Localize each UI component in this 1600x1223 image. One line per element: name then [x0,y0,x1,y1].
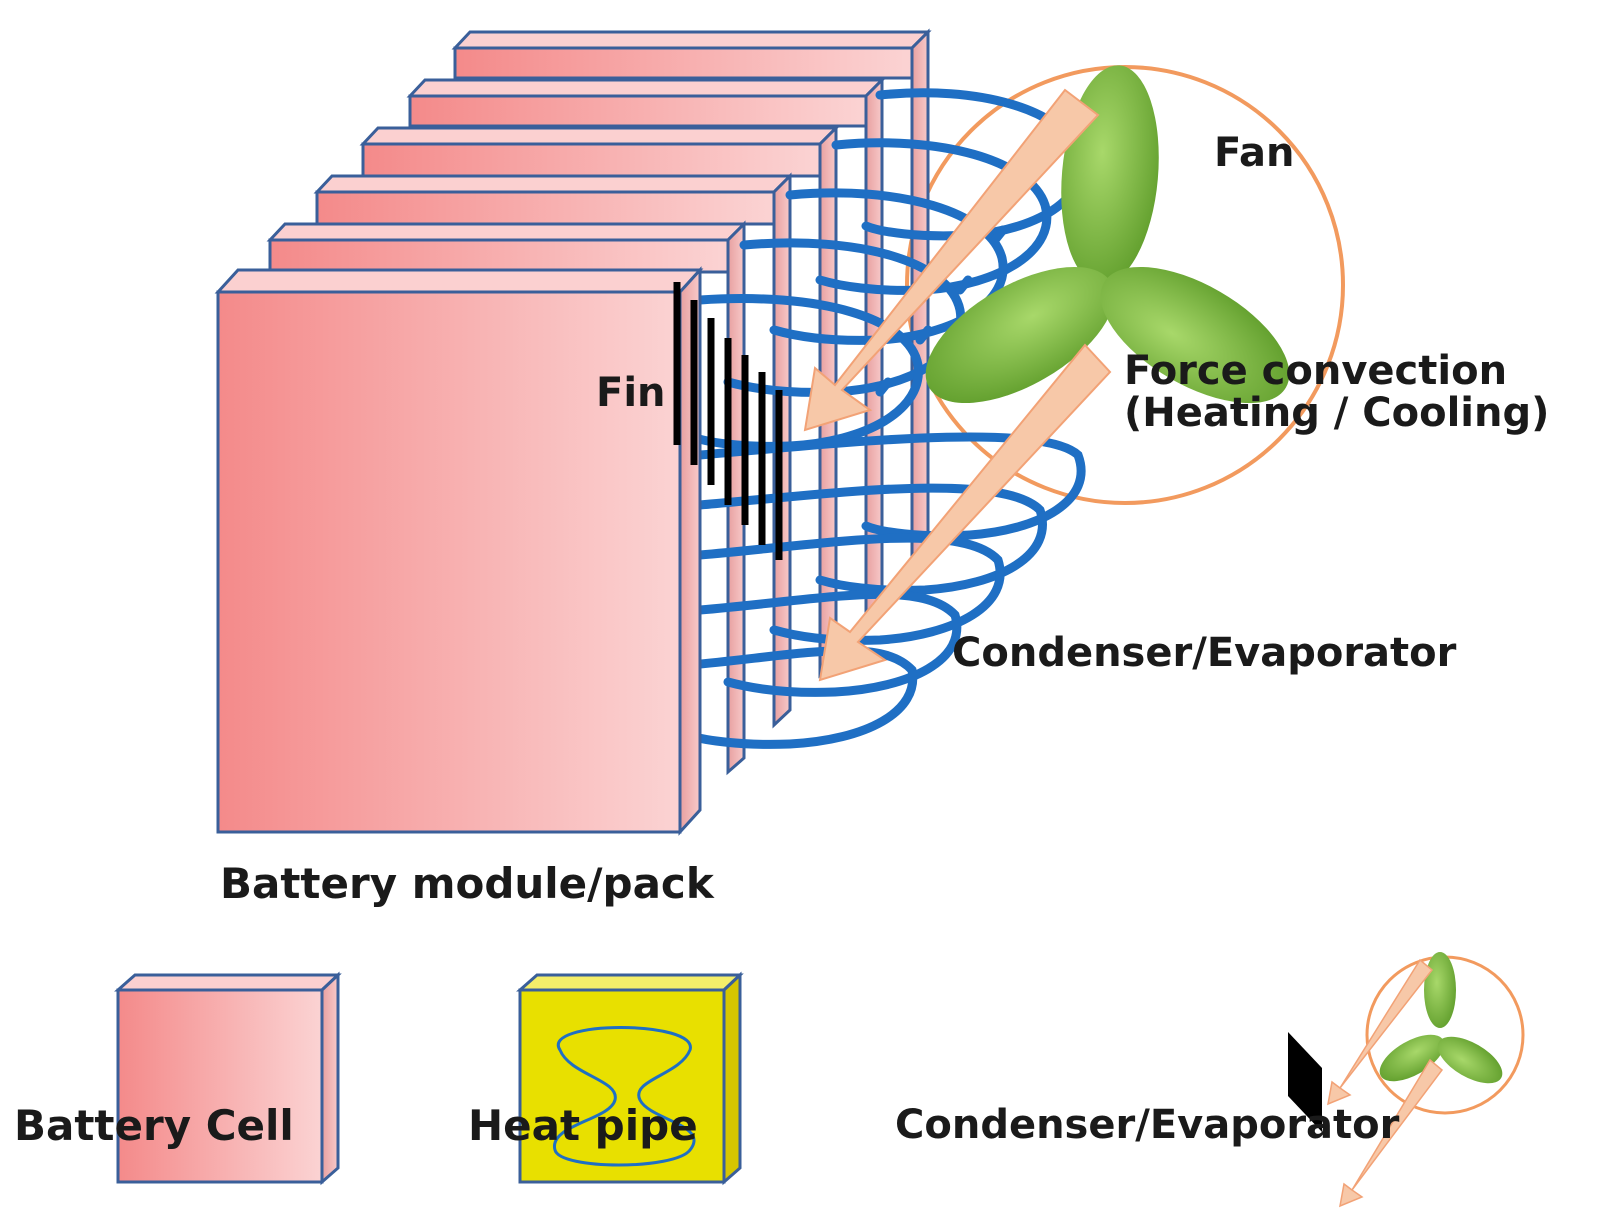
legend-battery-cell-label: Battery Cell [14,1101,294,1150]
airflow-arrow-bottom [818,343,1112,682]
legend-fan-blade-top [1424,952,1456,1028]
legend-condenser-evaporator-label: Condenser/Evaporator [895,1102,1400,1148]
fin-label: Fin [596,370,666,416]
legend-condenser-symbol [1288,952,1525,1208]
airflow-arrow-top [803,88,1100,432]
legend-heat-pipe-symbol [516,971,744,1186]
legend-arrow-bottom [1339,1058,1444,1208]
legend-heat-pipe-label: Heat pipe [468,1101,698,1150]
fan-blade-right [1100,266,1290,404]
legend-battery-cell-symbol [114,971,342,1186]
force-convection-label: Force convection (Heating / Cooling) [1124,350,1549,434]
battery-module-pack-label: Battery module/pack [220,859,714,908]
force-convection-line2: (Heating / Cooling) [1124,390,1550,436]
fan-blade-left [925,266,1115,404]
legend-fan-blade-right [1437,1036,1503,1084]
fin-lines [673,282,783,560]
legend-arrow-top [1327,958,1434,1106]
battery-cell-front [214,266,704,836]
condenser-evaporator-label: Condenser/Evaporator [952,630,1457,676]
airflow-arrows [803,88,1112,682]
legend-fin-block [1288,1032,1322,1132]
fan-label: Fan [1214,130,1295,176]
force-convection-line1: Force convection [1124,348,1508,394]
legend-fan-blade-left [1379,1034,1445,1082]
